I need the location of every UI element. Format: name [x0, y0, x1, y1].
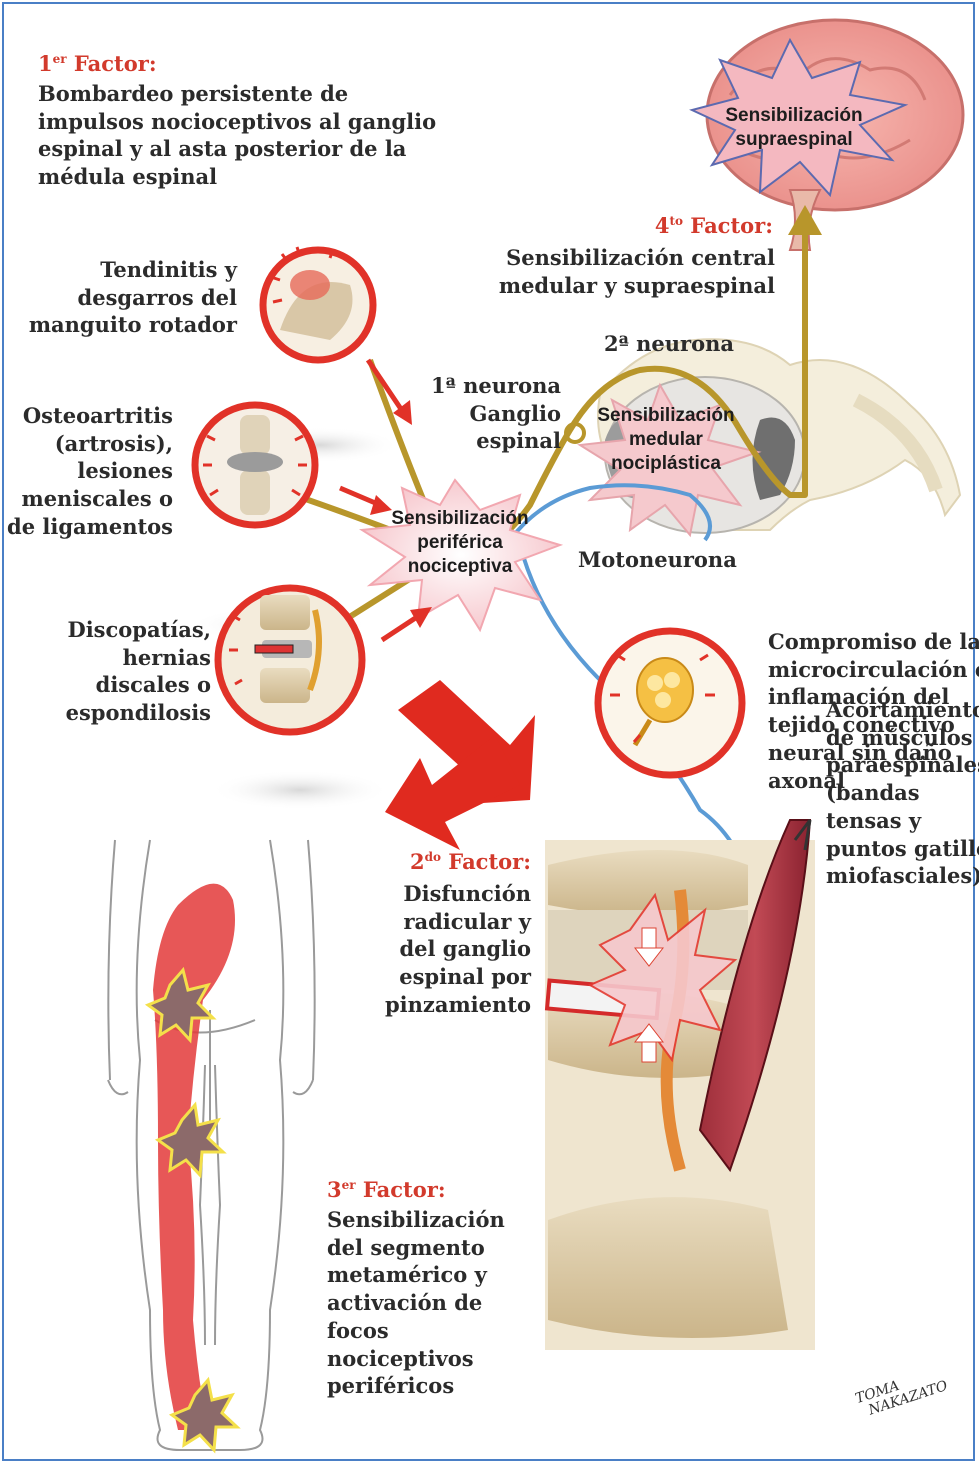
second-neuron-label: 2ª neurona	[604, 330, 734, 358]
tendinitis-label: Tendinitis ydesgarros delmanguito rotado…	[29, 256, 237, 339]
osteoartritis-circle	[195, 405, 315, 525]
factor1-description: Bombardeo persistente deimpulsos nocioce…	[38, 80, 436, 191]
acortamiento-label: Acortamientode músculos paraespinales(ba…	[826, 696, 979, 890]
discopatias-circle	[218, 588, 362, 732]
factor2-heading: 2do Factor:	[410, 848, 531, 876]
spine-muscle-illustration	[545, 820, 815, 1350]
tendinitis-circle	[263, 247, 373, 360]
factor4-heading: 4to Factor:	[655, 212, 773, 240]
osteoartritis-label: Osteoartritis(artrosis),lesiones menisca…	[7, 402, 173, 541]
burst-medular-label: Sensibilizaciónmedularnociplástica	[572, 404, 760, 475]
factor3-heading: 3er Factor:	[327, 1176, 446, 1204]
factor1-heading: 1er Factor:	[38, 50, 157, 78]
factor4-description: Sensibilización centralmedular y supraes…	[499, 244, 775, 299]
pain-distribution	[148, 884, 237, 1450]
discopatias-label: Discopatías,hernias discales oespondilos…	[66, 616, 211, 727]
microcirculacion-circle	[598, 631, 742, 775]
burst-supraespinal-label: Sensibilizaciónsupraespinal	[712, 104, 876, 152]
factor2-description: Disfunciónradicular ydel ganglio espinal…	[385, 880, 531, 1019]
motoneuron-label: Motoneurona	[578, 546, 737, 574]
burst-periferica-label: Sensibilizaciónperiféricanociceptiva	[370, 507, 550, 578]
factor3-description: Sensibilizacióndel segmentometamérico y …	[327, 1206, 505, 1400]
first-neuron-label: 1ª neuronaGanglioespinal	[431, 372, 561, 455]
